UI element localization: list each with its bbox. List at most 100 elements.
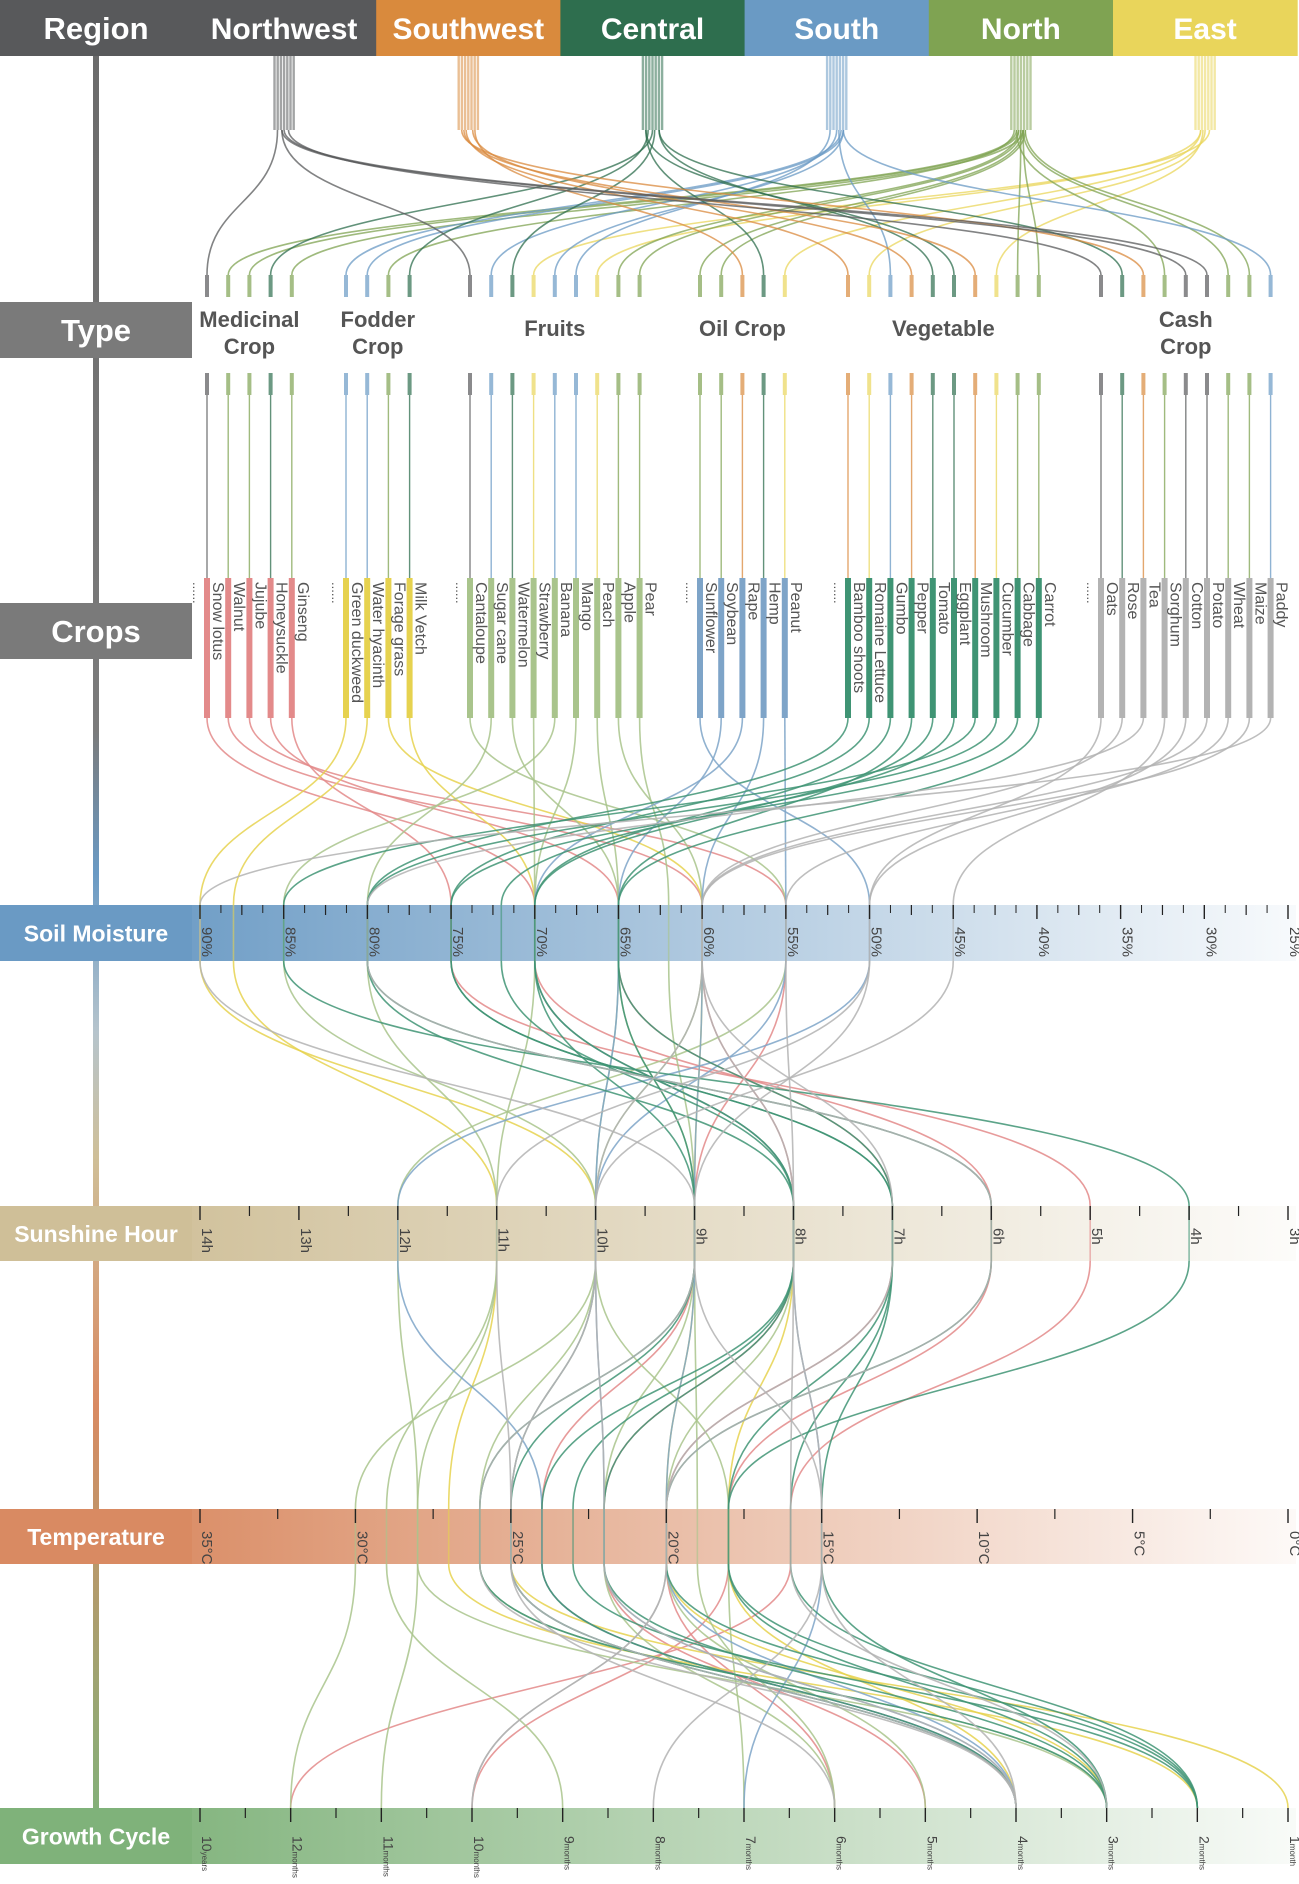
crop-bar-cucumber: [993, 578, 1000, 718]
growth-tick-unit: months: [563, 1844, 572, 1870]
link-sun-temp: [510, 1260, 597, 1510]
growth-tick-unit: months: [1197, 1844, 1206, 1870]
crop-bar-eggplant: [951, 578, 957, 718]
link-soil-sun: [701, 960, 795, 1207]
link-temp-growth: [665, 1563, 1017, 1809]
growth-tick-label: 9months: [562, 1836, 578, 1870]
type-outflow-mark: [1099, 373, 1103, 395]
crop-bar-pear: [636, 578, 643, 718]
region-axis-label: Region: [43, 11, 148, 46]
soil-tick-label: 25%: [1286, 927, 1299, 957]
link-crop-soil: [366, 717, 998, 906]
type-outflow-mark: [616, 373, 621, 395]
link-crop-soil: [366, 717, 849, 906]
link-temp-growth: [471, 1563, 668, 1809]
crop-bar-tomato: [929, 578, 936, 718]
link-soil-sun: [533, 960, 795, 1207]
row-label-box-crops: [0, 603, 192, 659]
type-outflow-mark: [867, 373, 872, 395]
link-temp-growth: [541, 1563, 1017, 1809]
type-outflow-mark: [226, 373, 231, 395]
link-region-type: [460, 129, 1145, 276]
link-temp-growth: [665, 1563, 1199, 1809]
link-temp-growth: [820, 1563, 1108, 1809]
link-temp-growth: [478, 1563, 1108, 1809]
link-region-type: [868, 129, 1206, 276]
crop-bar-romaine-lettuce: [866, 578, 873, 718]
link-temp-growth: [478, 1563, 1017, 1809]
link-crop-soil: [248, 717, 787, 906]
link-sun-temp: [541, 1260, 696, 1510]
link-region-type: [227, 129, 1018, 276]
crop-label-rape: Rape: [744, 582, 761, 620]
crop-label-oats: Oats: [1103, 582, 1120, 616]
type-outflow-mark: [247, 373, 252, 395]
link-crop-soil: [533, 717, 744, 906]
region-label-central: Central: [601, 13, 704, 46]
crop-label-snow-lotus: Snow lotus: [209, 582, 226, 660]
growth-tick-number: 12: [290, 1836, 306, 1852]
link-soil-sun: [533, 960, 993, 1207]
type-outflow-mark: [407, 373, 412, 395]
type-outflow-mark: [595, 373, 600, 395]
type-outflow-mark: [344, 373, 348, 395]
link-region-type: [1015, 129, 1166, 276]
crop-group-ellipsis: ......: [190, 582, 205, 604]
type-inflow-mark: [1183, 275, 1188, 297]
type-outflow-mark: [205, 373, 209, 395]
type-outflow-mark: [719, 373, 724, 395]
link-crop-soil: [701, 717, 1251, 906]
growth-tick-number: 5: [924, 1836, 940, 1844]
link-soil-sun: [199, 960, 597, 1207]
type-outflow-mark: [289, 373, 294, 395]
link-crop-soil: [868, 717, 1102, 906]
crop-label-forage-grass: Forage grass: [390, 582, 407, 676]
region-header-southwest: [376, 0, 561, 56]
link-sun-temp: [665, 1260, 795, 1510]
crop-bar-carrot: [1035, 578, 1042, 718]
link-temp-growth: [289, 1563, 792, 1809]
link-crop-soil: [952, 717, 1166, 906]
link-crop-soil: [387, 717, 703, 906]
growth-tick-label: 11months: [380, 1836, 396, 1877]
crop-label-cantaloupe: Cantaloupe: [472, 582, 489, 664]
link-region-type: [1016, 129, 1022, 276]
link-sun-temp: [727, 1260, 894, 1510]
link-crop-soil: [868, 717, 1187, 906]
link-region-type: [206, 129, 279, 276]
link-temp-growth: [603, 1563, 836, 1809]
crop-label-hemp: Hemp: [766, 582, 783, 625]
soil-tick-label: 40%: [1035, 927, 1052, 957]
link-sun-temp: [478, 1260, 597, 1510]
growth-tick-label: 10months: [471, 1836, 487, 1878]
link-temp-growth: [743, 1563, 823, 1809]
link-soil-sun: [232, 960, 498, 1207]
growth-tick-unit: months: [744, 1844, 753, 1870]
link-crop-soil: [533, 717, 577, 906]
crop-bar-walnut: [225, 578, 232, 718]
crop-group-ellipsis: ......: [831, 582, 846, 604]
type-outflow-mark: [1205, 373, 1209, 395]
crop-label-peanut: Peanut: [787, 582, 804, 633]
crop-label-jujube: Jujube: [251, 582, 268, 629]
link-region-type: [465, 129, 849, 276]
type-outflow-mark: [973, 373, 978, 395]
region-label-northwest: Northwest: [211, 13, 358, 46]
sunshine-tick-label: 4h: [1187, 1228, 1204, 1245]
crop-label-wheat: Wheat: [1230, 582, 1247, 629]
link-sun-temp: [397, 1260, 419, 1510]
link-crop-soil: [532, 717, 536, 906]
type-label-medicinal-crop: Crop: [224, 334, 275, 359]
link-sun-temp: [820, 1260, 894, 1510]
link-temp-growth: [789, 1563, 1108, 1809]
type-outflow-mark: [1183, 373, 1188, 395]
type-inflow-mark: [1226, 275, 1231, 297]
crop-label-romaine-lettuce: Romaine Lettuce: [871, 582, 888, 703]
type-inflow-mark: [1205, 275, 1209, 297]
growth-tick-label: 10years: [199, 1836, 215, 1871]
link-soil-sun: [594, 960, 620, 1207]
link-region-type: [463, 129, 976, 276]
link-region-type: [638, 129, 1022, 276]
crop-bar-sugar-cane: [488, 578, 495, 718]
row-label-box-growth: [0, 1808, 192, 1864]
